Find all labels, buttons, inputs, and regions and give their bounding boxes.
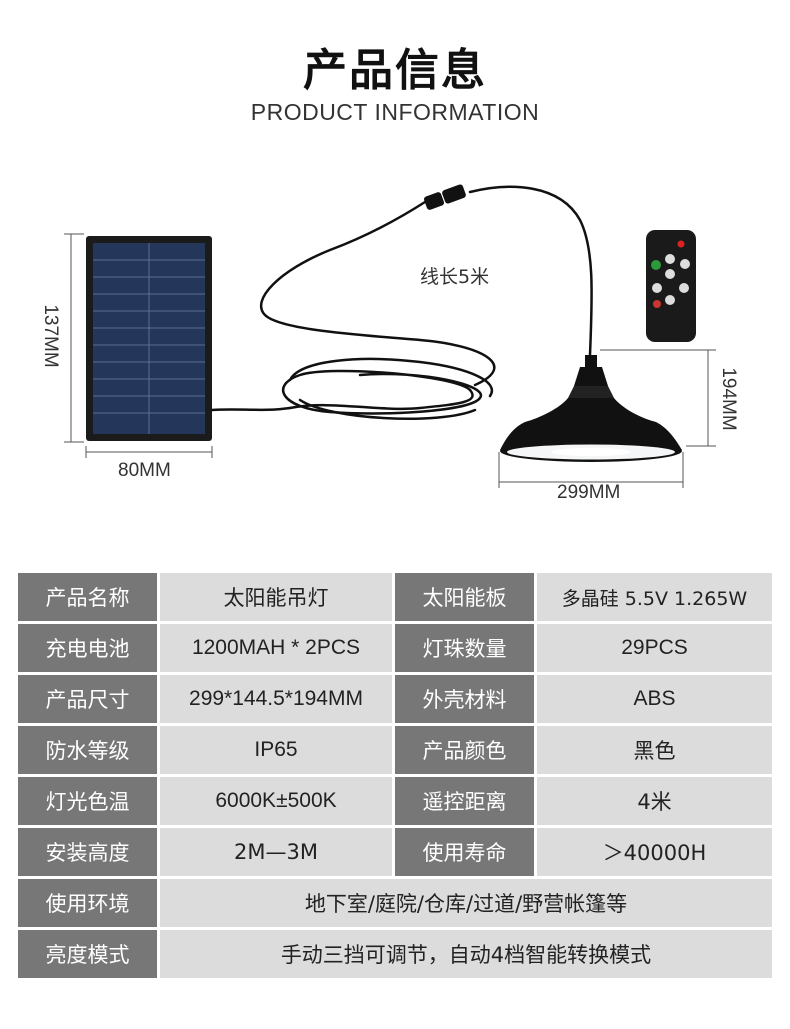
table-row: 防水等级 IP65 产品颜色 黑色 bbox=[18, 726, 772, 774]
spec-key: 使用环境 bbox=[18, 879, 160, 927]
product-illustration bbox=[64, 184, 716, 488]
spec-value: 4米 bbox=[537, 777, 772, 825]
remote-control-icon bbox=[646, 230, 696, 342]
cable-connector-icon bbox=[423, 184, 466, 210]
product-diagram: 137MM 80MM 线长5米 194MM 299MM bbox=[0, 150, 790, 530]
pendant-lamp-icon bbox=[500, 355, 682, 462]
spec-key: 防水等级 bbox=[18, 726, 160, 774]
table-row: 产品尺寸 299*144.5*194MM 外壳材料 ABS bbox=[18, 675, 772, 723]
cable-length-label: 线长5米 bbox=[420, 266, 490, 288]
cable-icon bbox=[210, 185, 593, 420]
spec-value: ＞40000H bbox=[537, 828, 772, 876]
spec-key: 外壳材料 bbox=[395, 675, 537, 723]
lamp-height-label: 194MM bbox=[718, 367, 739, 431]
spec-table: 产品名称 太阳能吊灯 太阳能板 多晶硅 5.5V 1.265W 充电电池 120… bbox=[18, 570, 772, 981]
lamp-height-dimension bbox=[600, 349, 716, 447]
spec-key: 安装高度 bbox=[18, 828, 160, 876]
panel-height-label: 137MM bbox=[40, 304, 61, 368]
page-subtitle: PRODUCT INFORMATION bbox=[250, 99, 540, 125]
table-row: 使用环境 地下室/庭院/仓库/过道/野营帐篷等 bbox=[18, 879, 772, 927]
spec-key: 灯珠数量 bbox=[395, 624, 537, 672]
spec-key: 太阳能板 bbox=[395, 573, 537, 621]
spec-key: 产品颜色 bbox=[395, 726, 537, 774]
page-title: 产品信息 bbox=[303, 45, 487, 96]
spec-value: 6000K±500K bbox=[160, 777, 395, 825]
spec-value: 地下室/庭院/仓库/过道/野营帐篷等 bbox=[160, 879, 772, 927]
table-row: 充电电池 1200MAH * 2PCS 灯珠数量 29PCS bbox=[18, 624, 772, 672]
panel-height-dimension bbox=[64, 233, 84, 443]
spec-value: 2M—3M bbox=[160, 828, 395, 876]
table-row: 亮度模式 手动三挡可调节，自动4档智能转换模式 bbox=[18, 930, 772, 978]
spec-value: 多晶硅 5.5V 1.265W bbox=[537, 573, 772, 621]
table-row: 产品名称 太阳能吊灯 太阳能板 多晶硅 5.5V 1.265W bbox=[18, 573, 772, 621]
spec-value: 1200MAH * 2PCS bbox=[160, 624, 395, 672]
table-row: 安装高度 2M—3M 使用寿命 ＞40000H bbox=[18, 828, 772, 876]
spec-key: 亮度模式 bbox=[18, 930, 160, 978]
spec-key: 产品尺寸 bbox=[18, 675, 160, 723]
spec-key: 遥控距离 bbox=[395, 777, 537, 825]
spec-value: IP65 bbox=[160, 726, 395, 774]
spec-key: 使用寿命 bbox=[395, 828, 537, 876]
solar-panel-icon bbox=[86, 236, 212, 441]
spec-key: 充电电池 bbox=[18, 624, 160, 672]
spec-value: 29PCS bbox=[537, 624, 772, 672]
spec-value: ABS bbox=[537, 675, 772, 723]
spec-value: 299*144.5*194MM bbox=[160, 675, 395, 723]
spec-key: 灯光色温 bbox=[18, 777, 160, 825]
panel-width-label: 80MM bbox=[118, 460, 171, 481]
spec-key: 产品名称 bbox=[18, 573, 160, 621]
lamp-width-dimension bbox=[498, 452, 684, 488]
panel-width-dimension bbox=[85, 446, 213, 458]
table-row: 灯光色温 6000K±500K 遥控距离 4米 bbox=[18, 777, 772, 825]
spec-value: 太阳能吊灯 bbox=[160, 573, 395, 621]
lamp-width-label: 299MM bbox=[557, 482, 621, 503]
spec-value: 黑色 bbox=[537, 726, 772, 774]
spec-value: 手动三挡可调节，自动4档智能转换模式 bbox=[160, 930, 772, 978]
